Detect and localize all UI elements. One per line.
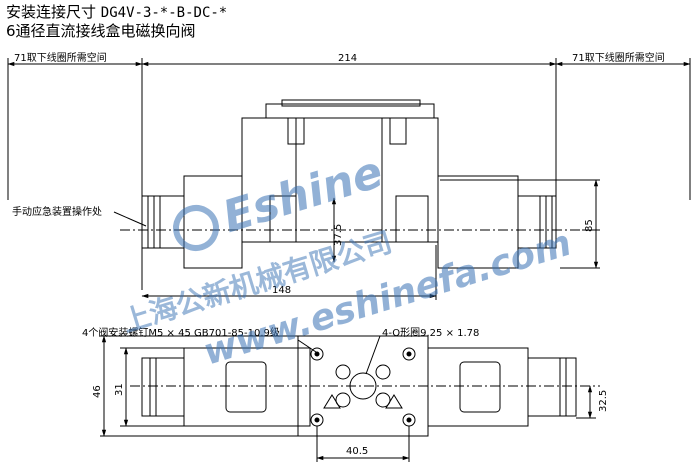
overall-length-dim: 214	[338, 53, 357, 64]
left-clearance-label: 71取下线圈所需空间	[14, 51, 107, 64]
terminal-left	[287, 117, 305, 145]
port	[375, 364, 391, 380]
bottom-solenoid-cap-left	[141, 357, 185, 417]
oring-label: 4-O形圈9.25 × 1.78	[382, 327, 479, 339]
bottom-view	[100, 335, 600, 462]
right-dim: 32.5	[598, 390, 609, 412]
leader-manual-override	[113, 211, 147, 227]
inner-width-dim: 31	[114, 383, 125, 396]
bottom-window-right	[459, 361, 501, 413]
terminal-right	[389, 117, 407, 145]
port-triangle	[385, 394, 403, 409]
bottom-solenoid-right	[427, 347, 529, 427]
leader-oring	[365, 335, 381, 375]
port-triangle	[323, 394, 341, 409]
manual-override-label: 手动应急装置操作处	[12, 205, 102, 218]
body-plug-left	[269, 195, 297, 243]
top-cover-lid	[281, 99, 421, 107]
title-model: DG4V-3-*-B-DC-*	[100, 5, 228, 21]
body-length-dim: 148	[272, 285, 291, 296]
width-dim: 46	[92, 385, 103, 398]
port-spacing-dim: 40.5	[346, 446, 368, 457]
height-dim: 85	[584, 219, 595, 232]
center-height-dim: 37.5	[333, 224, 344, 246]
solenoid-right-cap	[517, 195, 557, 249]
screw-label: 4个阀安装螺钉M5 × 45 GB701-85-10.9级	[82, 326, 280, 339]
watermark: Eshine 上海公新机械有限公司 www.eshinefa.com	[118, 146, 576, 373]
port	[375, 392, 391, 408]
title-line-1: 安装连接尺寸 DG4V-3-*-B-DC-*	[6, 3, 227, 22]
title-prefix: 安装连接尺寸	[6, 3, 97, 21]
port	[335, 392, 351, 408]
title-line-2: 6通径直流接线盒电磁换向阀	[6, 22, 196, 40]
leader-screw	[297, 339, 317, 353]
screw-hole	[310, 347, 324, 361]
body-plug-right	[395, 195, 429, 243]
screw-hole	[402, 347, 416, 361]
right-clearance-label: 71取下线圈所需空间	[572, 51, 665, 64]
top-view	[7, 58, 691, 300]
bottom-solenoid-cap-right	[527, 357, 577, 417]
solenoid-left-cap	[141, 195, 185, 249]
bottom-window-left	[225, 361, 267, 413]
bottom-solenoid-left	[183, 347, 311, 427]
watermark-brand: Eshine	[217, 146, 389, 243]
port	[335, 364, 351, 380]
